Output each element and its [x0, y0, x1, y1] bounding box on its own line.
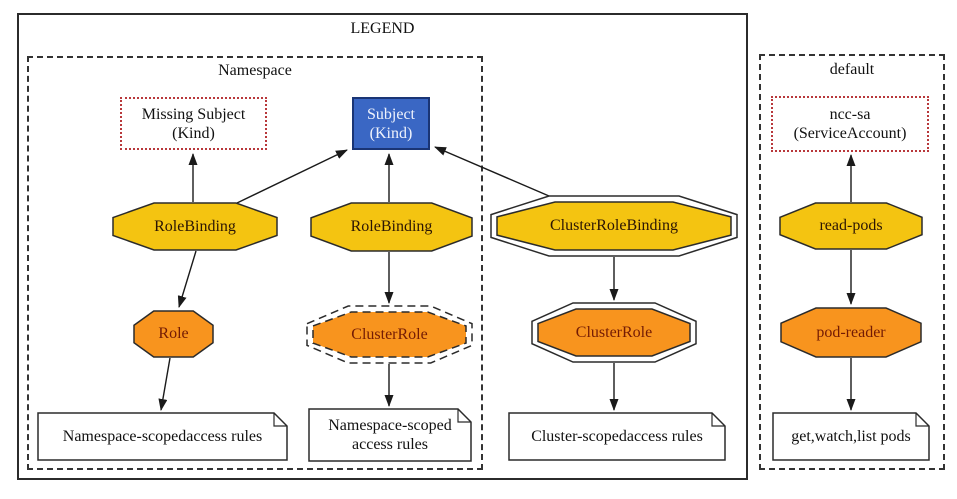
- default-cluster-label: default: [829, 61, 875, 78]
- subject-line2: (Kind): [369, 124, 413, 142]
- namespace-rules-mid-line2: access rules: [352, 436, 428, 453]
- pod-reader-label: pod-reader: [816, 323, 886, 341]
- node-ncc-sa: ncc-sa (ServiceAccount): [771, 96, 929, 152]
- legend-title: LEGEND: [350, 20, 415, 37]
- note-shape: [508, 412, 726, 461]
- node-clusterrole-namespaced: ClusterRole: [306, 305, 473, 364]
- rolebinding-left-label: RoleBinding: [154, 217, 236, 235]
- note-namespace-rules-mid: Namespace-scoped access rules: [308, 408, 472, 462]
- node-subject: Subject (Kind): [352, 97, 430, 150]
- note-namespace-rules-left: Namespace-scopedaccess rules: [37, 412, 288, 461]
- verbs-label: get,watch,list pods: [791, 428, 911, 445]
- role-label: Role: [158, 325, 189, 342]
- ncc-sa-line1: ncc-sa: [829, 106, 871, 123]
- note-cluster-rules: Cluster-scopedaccess rules: [508, 412, 726, 461]
- clusterrole-cluster-label: ClusterRole: [575, 323, 653, 341]
- rolebinding-mid-label: RoleBinding: [350, 218, 433, 235]
- note-verbs: get,watch,list pods: [772, 412, 930, 461]
- octagon-shape: [310, 202, 473, 252]
- node-read-pods: read-pods: [779, 202, 923, 250]
- node-pod-reader: pod-reader: [780, 307, 922, 358]
- node-clusterrolebinding: ClusterRoleBinding: [490, 195, 738, 257]
- octagon-shape: [779, 202, 923, 250]
- node-rolebinding-left: RoleBinding: [112, 202, 278, 251]
- octagon-shape: [490, 195, 738, 257]
- missing-subject-line1: Missing Subject: [141, 105, 246, 123]
- octagon-shape: [133, 310, 214, 358]
- octagon-shape: [112, 202, 278, 251]
- ncc-sa-line2: (ServiceAccount): [793, 125, 907, 142]
- cluster-rules-label: Cluster-scopedaccess rules: [531, 428, 703, 445]
- subject-line1: Subject: [367, 105, 415, 123]
- node-missing-subject: Missing Subject (Kind): [120, 97, 267, 150]
- octagon-shape: [306, 305, 473, 364]
- namespace-cluster-box: [27, 56, 483, 470]
- namespace-rules-left-label: Namespace-scopedaccess rules: [62, 428, 263, 445]
- node-rolebinding-mid: RoleBinding: [310, 202, 473, 252]
- note-shape: [308, 408, 472, 462]
- clusterrole-namespaced-label: ClusterRole: [351, 325, 428, 343]
- note-shape: [772, 412, 930, 461]
- clusterrolebinding-label: ClusterRoleBinding: [550, 217, 678, 234]
- node-role: Role: [133, 310, 214, 358]
- default-cluster-box: [759, 54, 945, 470]
- octagon-shape: [780, 307, 922, 358]
- octagon-shape: [531, 302, 697, 363]
- namespace-rules-mid-line1: Namespace-scoped: [328, 417, 452, 434]
- namespace-cluster-label: Namespace: [218, 62, 292, 79]
- note-shape: [37, 412, 288, 461]
- legend-cluster-box: [17, 13, 748, 480]
- node-clusterrole-cluster: ClusterRole: [531, 302, 697, 363]
- read-pods-label: read-pods: [819, 217, 883, 234]
- missing-subject-line2: (Kind): [172, 124, 215, 142]
